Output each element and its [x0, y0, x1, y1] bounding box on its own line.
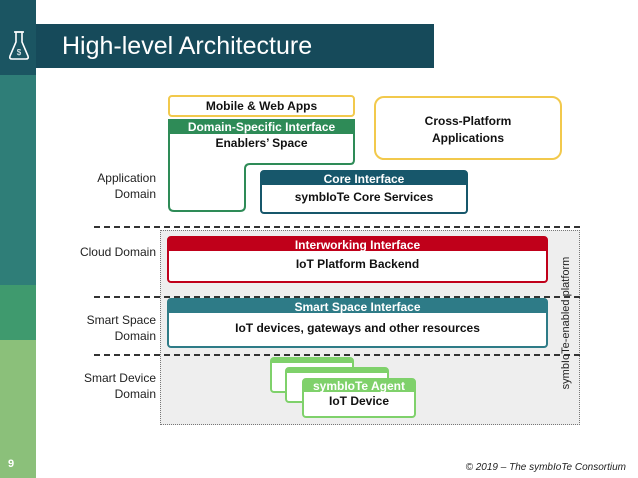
iot-device-label: IoT Device [328, 394, 390, 408]
domain-label-smart-device: Smart Device Domain [83, 371, 156, 401]
title-bar [36, 24, 434, 68]
cross-platform-applications-box [374, 96, 562, 160]
domain-label-application: Application Domain [97, 171, 156, 201]
domain-label-smart-space: Smart Space Domain [86, 313, 156, 343]
domain-specific-interface-header: Domain-Specific Interface [169, 120, 354, 134]
smart-space-resources-label: IoT devices, gateways and other resource… [235, 321, 480, 335]
smart-space-interface-header: Smart Space Interface [169, 300, 546, 314]
domain-separator [94, 226, 580, 228]
domain-separator [94, 296, 580, 298]
symbiote-enabled-platform-label: symbIoTe-enabled platform [560, 256, 572, 389]
sidebar-strip-green [0, 285, 36, 340]
mobile-web-apps-box: Mobile & Web Apps [168, 95, 355, 117]
slide-title: High-level Architecture [62, 32, 313, 60]
svg-text:$: $ [17, 48, 22, 57]
footer-copyright: © 2019 – The symbIoTe Consortium [465, 462, 626, 473]
platform-backend-label: IoT Platform Backend [295, 257, 420, 271]
interworking-interface-header: Interworking Interface [169, 238, 546, 252]
cross-platform-applications-label: Cross-Platform Applications [424, 114, 512, 145]
core-interface-header: Core Interface [262, 172, 466, 186]
sidebar-strip-teal [0, 75, 36, 285]
domain-label-cloud: Cloud Domain [79, 245, 156, 259]
symbiote-agent-header: symbIoTe Agent [304, 380, 414, 392]
enablers-space-label: Enablers’ Space [215, 136, 308, 150]
page-number: 9 [8, 458, 15, 470]
core-services-label: symbIoTe Core Services [294, 190, 434, 204]
sidebar-strip-dark [0, 0, 36, 75]
domain-specific-outline [168, 119, 355, 212]
domain-separator [94, 354, 580, 356]
sidebar-strip-light-green [0, 340, 36, 478]
flask-icon: $ [8, 31, 30, 60]
